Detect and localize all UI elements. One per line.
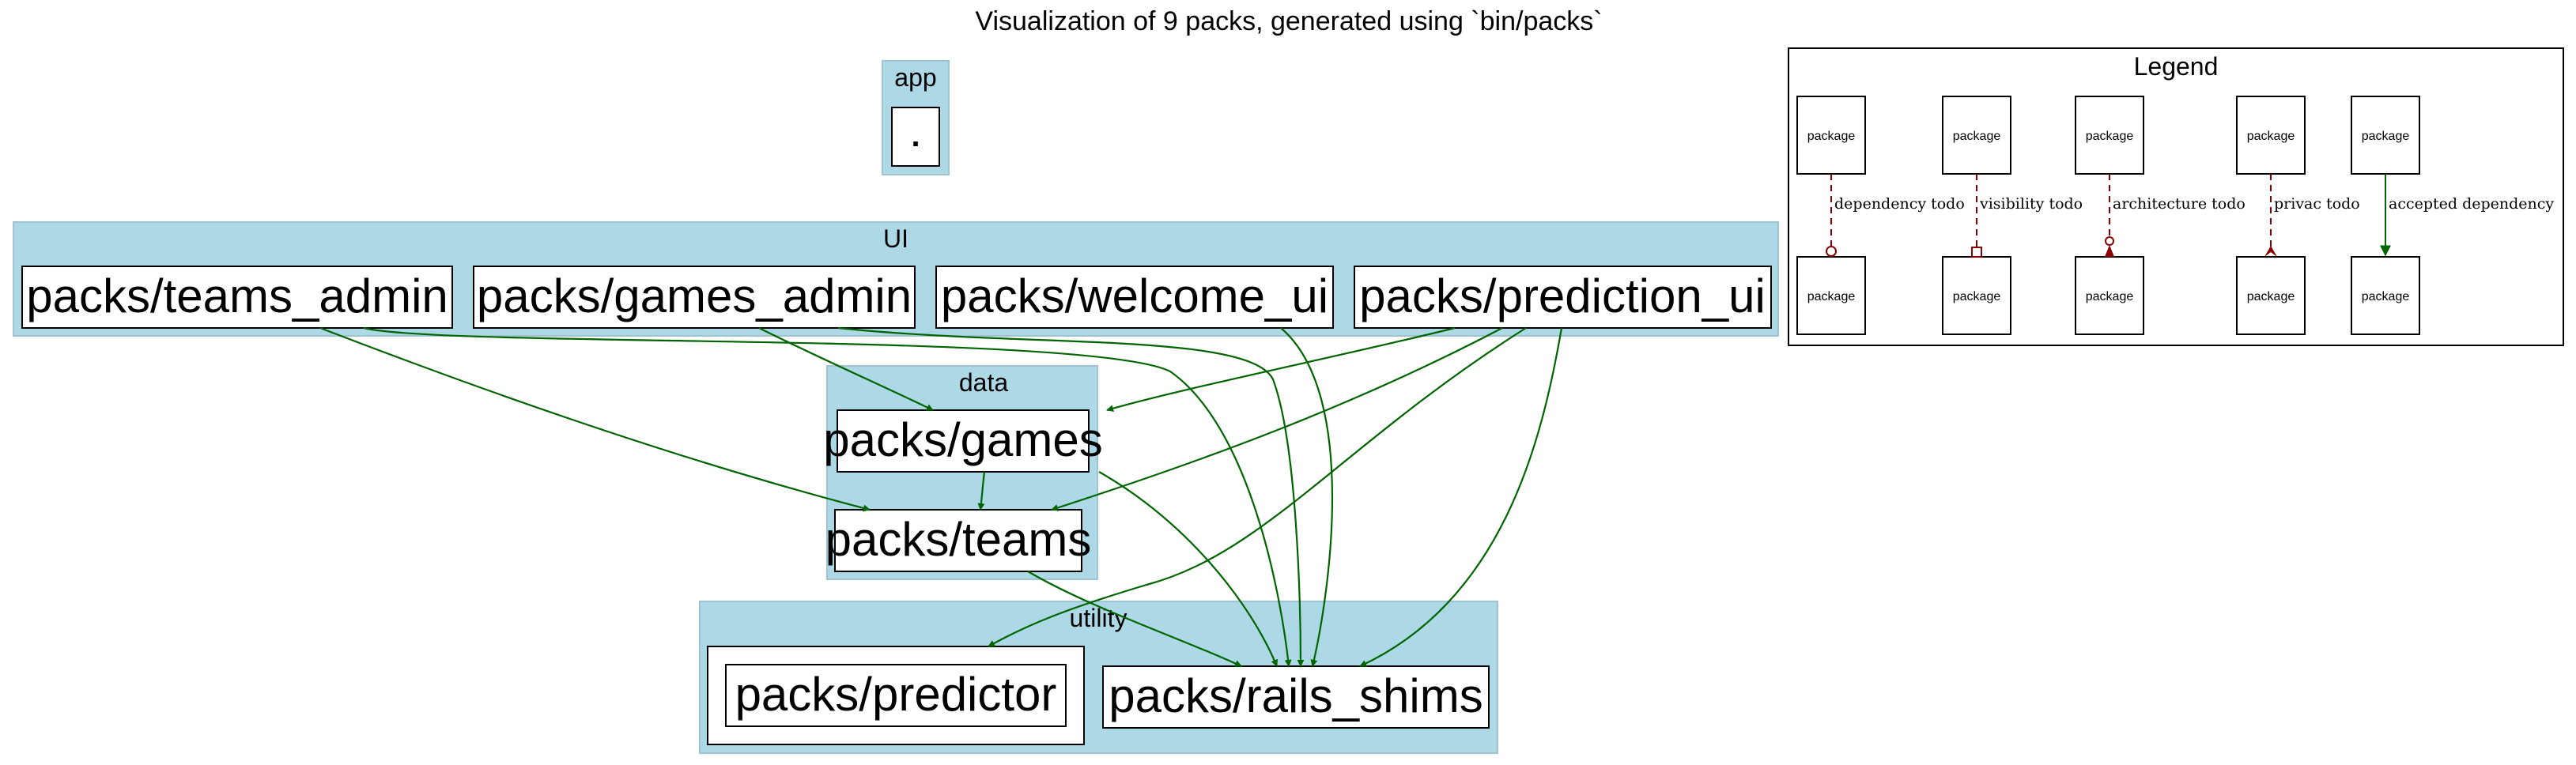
node-teams-admin-label: packs/teams_admin [26,269,448,322]
node-predictor[interactable] [725,664,1067,727]
node-app-root[interactable] [891,107,940,167]
legend-node-label: package [2247,130,2295,143]
legend-node-label: package [2247,290,2295,303]
edge-games-to-rails-shims [1098,471,1279,667]
node-games-admin-label: packs/games_admin [477,269,912,322]
edge-teams-admin-to-teams [319,326,871,512]
legend-edge-label-accepted: accepted dependency [2389,195,2554,213]
legend-node-label: package [1953,130,2001,143]
edge-prediction-ui-to-games [1106,326,1456,413]
cluster-utility-label: utility [1070,604,1127,632]
legend-edge-label-dependency: dependency todo [1834,195,1965,213]
legend-node-label: package [2086,130,2134,143]
edges [319,326,1563,667]
cluster-data: data packs/games packs/teams [823,365,1103,580]
obox-arrowhead-icon [1971,247,1982,258]
legend-item-accepted-dependency: package package accepted dependency [2351,96,2554,335]
node-games[interactable] [837,409,1090,473]
node-prediction-ui-label: packs/prediction_ui [1359,269,1766,322]
odot-arrowhead-icon [1826,246,1837,257]
node-teams[interactable] [834,509,1082,572]
graph-title: Visualization of 9 packs, generated usin… [975,6,1602,36]
legend-edge-label-visibility: visibility todo [1979,195,2083,213]
legend-edge-label-privacy: privac todo [2274,195,2360,213]
node-welcome-ui-label: packs/welcome_ui [941,269,1328,322]
node-app-root-label: . [911,119,920,153]
edge-teams-to-rails-shims [1027,571,1242,667]
legend: Legend package package dependency todo p… [1788,47,2564,346]
cluster-app: app . [882,60,950,175]
legend-node-label: package [2086,290,2134,303]
node-teams-label: packs/teams [825,513,1092,566]
legend-node-label: package [1807,130,1856,143]
edge-teams-admin-to-rails-shims [363,326,1292,667]
legend-node-label: package [2362,290,2410,303]
legend-item-dependency-todo: package package dependency todo [1796,96,1965,335]
node-welcome-ui[interactable] [935,266,1334,329]
edge-prediction-ui-to-rails-shims [1359,327,1563,667]
node-games-label: packs/games [823,413,1103,466]
cluster-app-label: app [894,63,936,92]
cluster-ui-label: UI [883,224,908,253]
node-teams-admin[interactable] [21,266,453,329]
legend-item-visibility-todo: package package visibility todo [1942,96,2083,335]
cluster-utility: utility packs/predictor packs/rails_shim… [699,601,1498,754]
legend-edge-label-architecture: architecture todo [2113,195,2246,213]
edge-prediction-ui-to-teams [1051,327,1503,511]
node-rails-shims[interactable] [1102,665,1490,729]
cluster-ui: UI packs/teams_admin packs/games_admin p… [13,221,1779,337]
node-prediction-ui[interactable] [1354,266,1772,329]
edge-prediction-ui-to-predictor [988,327,1527,647]
odot-arrowhead-icon [2105,236,2114,246]
legend-node-label: package [1807,290,1856,303]
node-predictor-label: packs/predictor [735,668,1057,721]
edge-games-admin-to-games [758,327,934,411]
cluster-data-label: data [959,368,1008,397]
inv-crow-arrowhead-icon [2264,246,2277,257]
legend-node-label: package [1953,290,2001,303]
legend-node-label: package [2362,130,2410,143]
legend-title: Legend [2134,52,2219,81]
node-games-admin[interactable] [473,266,916,329]
node-rails-shims-label: packs/rails_shims [1109,669,1483,722]
legend-item-privacy-todo: package package privac todo [2236,96,2360,335]
arrowhead-icon [2105,245,2114,257]
legend-item-architecture-todo: package package architecture todo [2075,96,2246,335]
edge-games-to-teams [977,471,986,511]
